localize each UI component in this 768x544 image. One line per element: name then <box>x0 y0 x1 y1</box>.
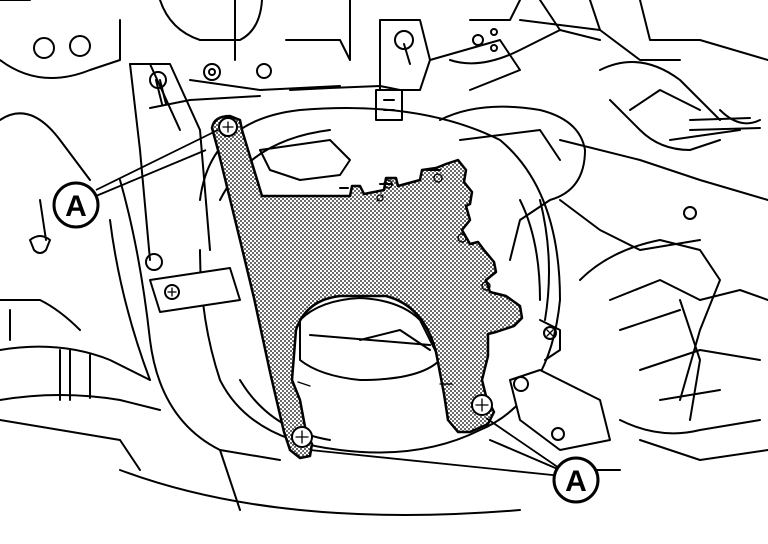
callout-leader-lines <box>95 129 563 477</box>
callout-a-bottom-right: A <box>552 456 600 504</box>
screw-top-left <box>218 117 238 137</box>
callout-a-label: A <box>65 190 87 223</box>
speaker-bracket <box>210 114 524 460</box>
screw-bottom-left <box>291 426 313 448</box>
callout-a-top-left: A <box>52 181 100 229</box>
screw-small-upper <box>376 173 491 291</box>
callout-a-label: A <box>565 465 587 498</box>
screw-bottom-right <box>471 394 493 416</box>
